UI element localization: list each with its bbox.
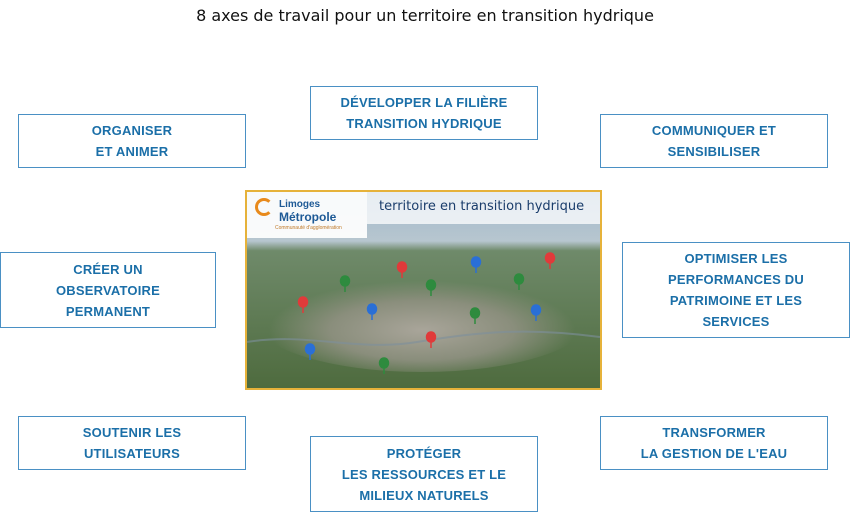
pin-red[interactable] [544, 252, 556, 269]
pin-green[interactable] [425, 279, 437, 296]
axis-transformer-gestion: TRANSFORMER LA GESTION DE L'EAU [600, 416, 828, 470]
pin-red[interactable] [425, 331, 437, 348]
pin-green[interactable] [469, 307, 481, 324]
axis-developper-filiere: DÉVELOPPER LA FILIÈRE TRANSITION HYDRIQU… [310, 86, 538, 140]
axis-optimiser-performances: OPTIMISER LES PERFORMANCES DU PATRIMOINE… [622, 242, 850, 338]
axis-label: TRANSFORMER LA GESTION DE L'EAU [640, 425, 788, 461]
aerial-map [247, 192, 600, 388]
logo-line3: Communauté d'agglomération [275, 225, 342, 231]
axis-creer-observatoire: CRÉER UN OBSERVATOIRE PERMANENT [0, 252, 216, 328]
axis-label: OPTIMISER LES PERFORMANCES DU PATRIMOINE… [668, 251, 804, 329]
limoges-metropole-logo: Limoges Métropole Communauté d'aggloméra… [247, 192, 367, 238]
river [247, 330, 600, 346]
axis-label: DÉVELOPPER LA FILIÈRE TRANSITION HYDRIQU… [340, 95, 508, 131]
pin-blue[interactable] [530, 304, 542, 321]
axis-label: PROTÉGER LES RESSOURCES ET LE MILIEUX NA… [341, 445, 507, 503]
map-banner: territoire en transition hydrique [367, 192, 600, 224]
axis-soutenir-utilisateurs: SOUTENIR LES UTILISATEURS [18, 416, 246, 470]
axis-label: ORGANISER ET ANIMER [91, 123, 173, 159]
pin-blue[interactable] [470, 256, 482, 273]
page-title: 8 axes de travail pour un territoire en … [196, 6, 654, 25]
axis-label: SOUTENIR LES UTILISATEURS [82, 425, 182, 461]
city-area [252, 262, 592, 372]
axis-communiquer-sensibiliser: COMMUNIQUER ET SENSIBILISER [600, 114, 828, 168]
axis-organiser-animer: ORGANISER ET ANIMER [18, 114, 246, 168]
axis-proteger-ressources: PROTÉGER LES RESSOURCES ET LE MILIEUX NA… [310, 436, 538, 512]
territory-map-image: Limoges Métropole Communauté d'aggloméra… [245, 190, 602, 390]
logo-line2: Métropole [279, 210, 337, 224]
map-pins [297, 252, 556, 374]
pin-blue[interactable] [366, 303, 378, 320]
axis-label: COMMUNIQUER ET SENSIBILISER [651, 123, 777, 159]
pin-red[interactable] [396, 261, 408, 278]
pin-green[interactable] [378, 357, 390, 374]
logo-line1: Limoges [279, 199, 321, 210]
axis-label: CRÉER UN OBSERVATOIRE PERMANENT [55, 261, 160, 319]
logo-mark-icon [255, 198, 273, 216]
pin-blue[interactable] [304, 343, 316, 360]
pin-green[interactable] [513, 273, 525, 290]
pin-green[interactable] [339, 275, 351, 292]
pin-red[interactable] [297, 296, 309, 313]
